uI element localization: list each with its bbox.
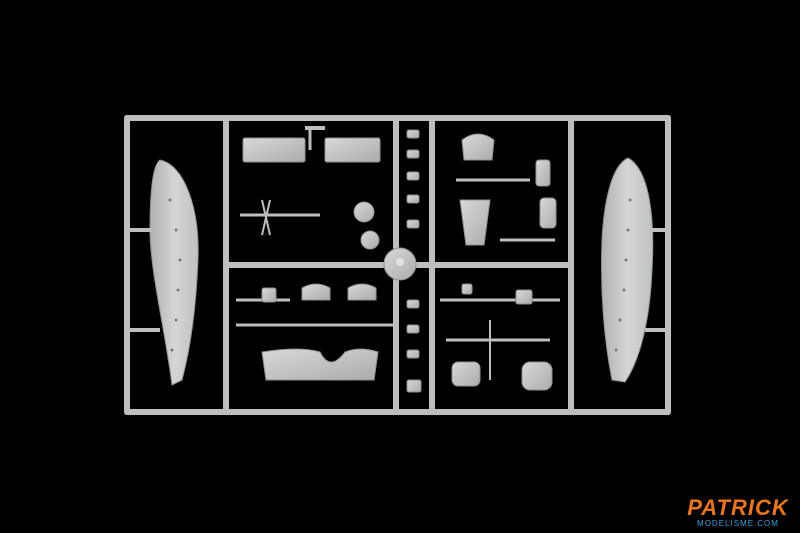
central-hub [383, 247, 417, 281]
upper-right-parts [456, 133, 557, 246]
watermark-logo: PATRICK MODELISME.COM [682, 497, 794, 529]
small-parts-column [406, 129, 422, 393]
upper-left-parts [240, 126, 381, 250]
watermark-site: MODELISME.COM [697, 519, 779, 528]
right-cowling-panel [600, 157, 668, 383]
sprue-frame [124, 115, 671, 415]
left-cowling-panel [127, 159, 199, 386]
lower-left-parts [236, 283, 396, 381]
lower-right-parts [440, 283, 560, 391]
watermark-brand: PATRICK [687, 495, 789, 520]
